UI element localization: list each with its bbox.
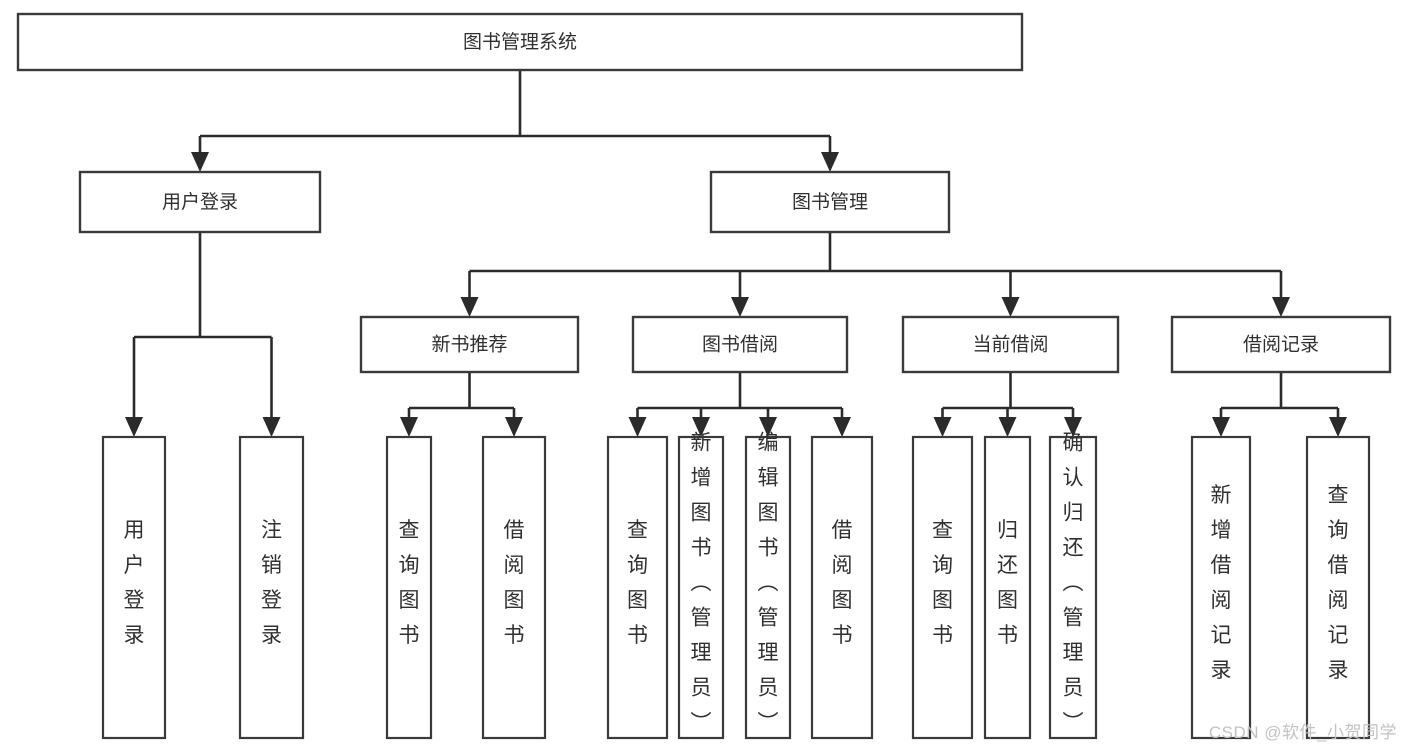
node-borrow-record[interactable]: 借阅记录 [1170,315,1392,374]
arrow-head-icon [1329,417,1347,437]
node-leaf-user-login[interactable]: 用户登录 [101,435,167,740]
arrow-head-icon [125,417,143,437]
node-label-vertical: 新增图书︵管理员︶ [691,432,712,735]
node-current-borrow[interactable]: 当前借阅 [901,315,1120,374]
node-layer: 图书管理系统用户登录图书管理新书推荐图书借阅当前借阅借阅记录用户登录注销登录查询… [16,12,1392,740]
node-box [631,315,849,374]
node-label-vertical: 确认归还︵管理员︶ [1063,432,1084,735]
arrow-head-icon [998,417,1017,437]
node-box [1305,435,1371,740]
arrow-head-icon [1212,417,1230,437]
node-label-vertical: 查询图书 [627,519,648,647]
node-label-vertical: 注销登录 [261,519,282,647]
node-box [606,435,669,740]
arrow-head-icon [1272,297,1290,317]
node-box [78,170,322,234]
node-label: 图书管理 [792,191,868,213]
node-label: 图书管理系统 [463,31,577,53]
arrow-head-icon [400,417,418,437]
node-book-borrow[interactable]: 图书借阅 [631,315,849,374]
node-label: 用户登录 [162,191,238,213]
node-leaf-add-book[interactable]: 新增图书︵管理员︶ [677,432,725,740]
node-box [1170,315,1392,374]
node-leaf-return-book[interactable]: 归还图书 [983,435,1032,740]
node-box [481,435,547,740]
node-box [16,12,1024,72]
node-root[interactable]: 图书管理系统 [16,12,1024,72]
arrow-head-icon [460,297,479,317]
node-box [1190,435,1252,740]
node-label-vertical: 归还图书 [997,519,1018,647]
node-label-vertical: 查询借阅记录 [1328,484,1349,682]
node-new-book-recommend[interactable]: 新书推荐 [359,315,580,374]
node-user-login[interactable]: 用户登录 [78,170,322,234]
node-leaf-query-book-current[interactable]: 查询图书 [911,435,974,740]
connector-layer [125,70,1347,437]
node-label: 新书推荐 [431,334,507,356]
arrow-head-icon [505,417,523,437]
node-box [677,435,725,740]
node-label-vertical: 借阅图书 [504,519,525,647]
node-box [901,315,1120,374]
node-leaf-query-book-borrow[interactable]: 查询图书 [606,435,669,740]
node-box [101,435,167,740]
node-leaf-borrow-book[interactable]: 借阅图书 [810,435,874,740]
arrow-head-icon [692,417,710,437]
node-label-vertical: 新增借阅记录 [1211,484,1232,682]
node-box [385,435,433,740]
arrow-head-icon [1001,297,1020,317]
node-leaf-edit-book[interactable]: 编辑图书︵管理员︶ [744,432,792,740]
node-box [744,435,792,740]
node-leaf-query-borrow-record[interactable]: 查询借阅记录 [1305,435,1371,740]
node-box [983,435,1032,740]
node-leaf-logout[interactable]: 注销登录 [238,435,305,740]
arrow-head-icon [731,297,749,317]
node-box [238,435,305,740]
arrow-head-icon [759,417,777,437]
node-label: 图书借阅 [702,334,778,356]
node-label: 借阅记录 [1243,334,1319,356]
node-label-vertical: 借阅图书 [832,519,853,647]
node-leaf-query-book-recommend[interactable]: 查询图书 [385,435,433,740]
node-box [709,170,951,234]
watermark-text: CSDN @软件_小贺同学 [1208,723,1397,742]
node-box [1048,435,1098,740]
node-leaf-confirm-return[interactable]: 确认归还︵管理员︶ [1048,432,1098,740]
arrow-head-icon [933,417,952,437]
node-leaf-add-borrow-record[interactable]: 新增借阅记录 [1190,435,1252,740]
node-book-management[interactable]: 图书管理 [709,170,951,234]
node-label-vertical: 查询图书 [932,519,953,647]
arrow-head-icon [821,152,839,172]
arrow-head-icon [191,152,209,172]
arrow-head-icon [833,417,851,437]
node-label: 当前借阅 [972,334,1048,356]
node-label-vertical: 查询图书 [399,519,420,647]
node-label-vertical: 编辑图书︵管理员︶ [758,432,779,735]
arrow-head-icon [1064,417,1082,437]
arrow-head-icon [628,417,647,437]
node-box [810,435,874,740]
node-box [911,435,974,740]
node-label-vertical: 用户登录 [124,519,145,647]
node-leaf-borrow-book-recommend[interactable]: 借阅图书 [481,435,547,740]
arrow-head-icon [262,417,281,437]
node-box [359,315,580,374]
